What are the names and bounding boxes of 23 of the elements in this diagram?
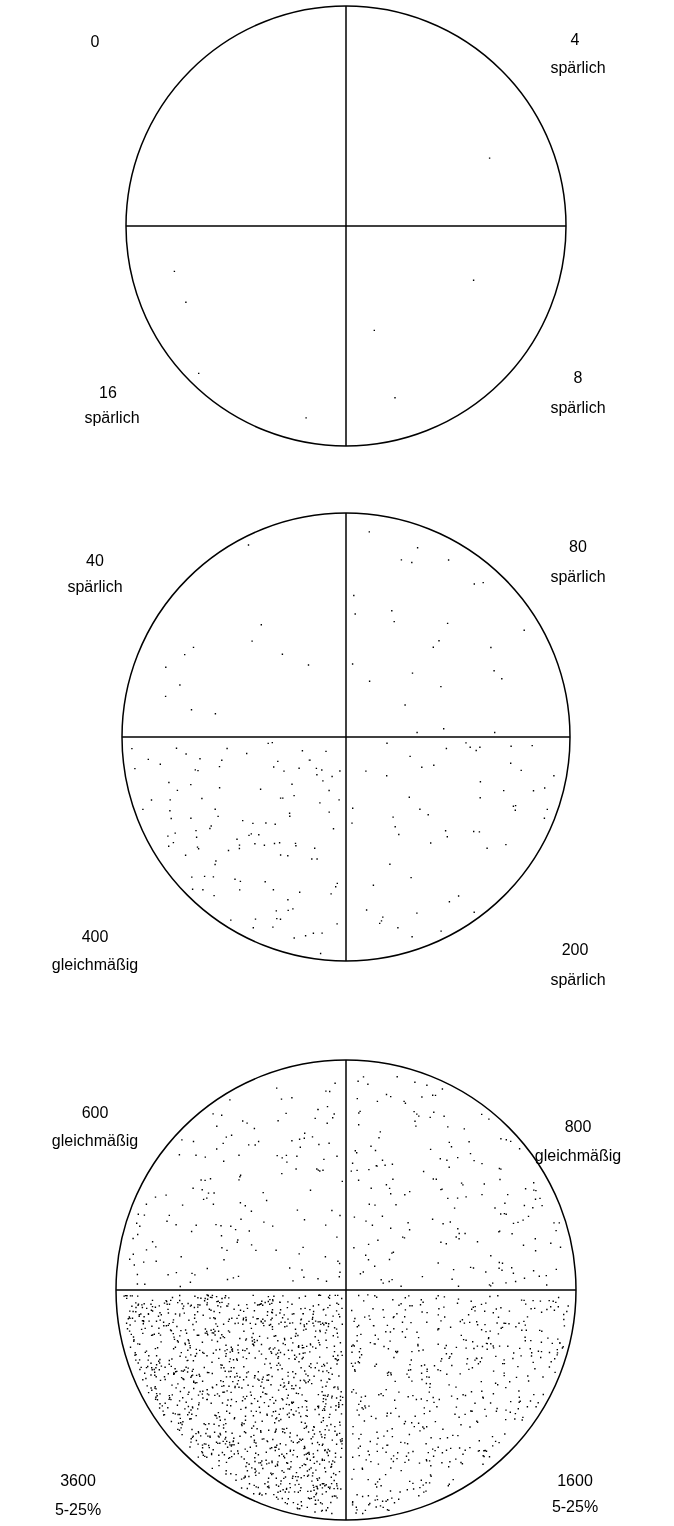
count-label: 3600 — [60, 1473, 96, 1489]
count-label: 800 — [564, 1119, 592, 1135]
count-label: 16 — [99, 385, 117, 401]
density-label: spärlich — [84, 410, 140, 426]
density-label: gleichmäßig — [51, 957, 139, 973]
count-label: 400 — [81, 929, 109, 945]
density-label: spärlich — [550, 972, 606, 988]
count-label: 0 — [90, 34, 100, 50]
count-label: 200 — [561, 942, 589, 958]
density-label: spärlich — [550, 569, 606, 585]
density-label: spärlich — [67, 579, 123, 595]
density-label: spärlich — [550, 400, 606, 416]
density-label: 5-25% — [551, 1499, 599, 1515]
count-label: 80 — [569, 539, 587, 555]
count-label: 40 — [86, 553, 104, 569]
density-label: gleichmäßig — [51, 1133, 139, 1149]
count-label: 4 — [570, 32, 580, 48]
density-label: gleichmäßig — [534, 1148, 622, 1164]
count-label: 1600 — [557, 1473, 593, 1489]
count-label: 600 — [81, 1105, 109, 1121]
count-label: 8 — [573, 370, 583, 386]
density-label: spärlich — [550, 60, 606, 76]
density-label: 5-25% — [54, 1502, 102, 1518]
